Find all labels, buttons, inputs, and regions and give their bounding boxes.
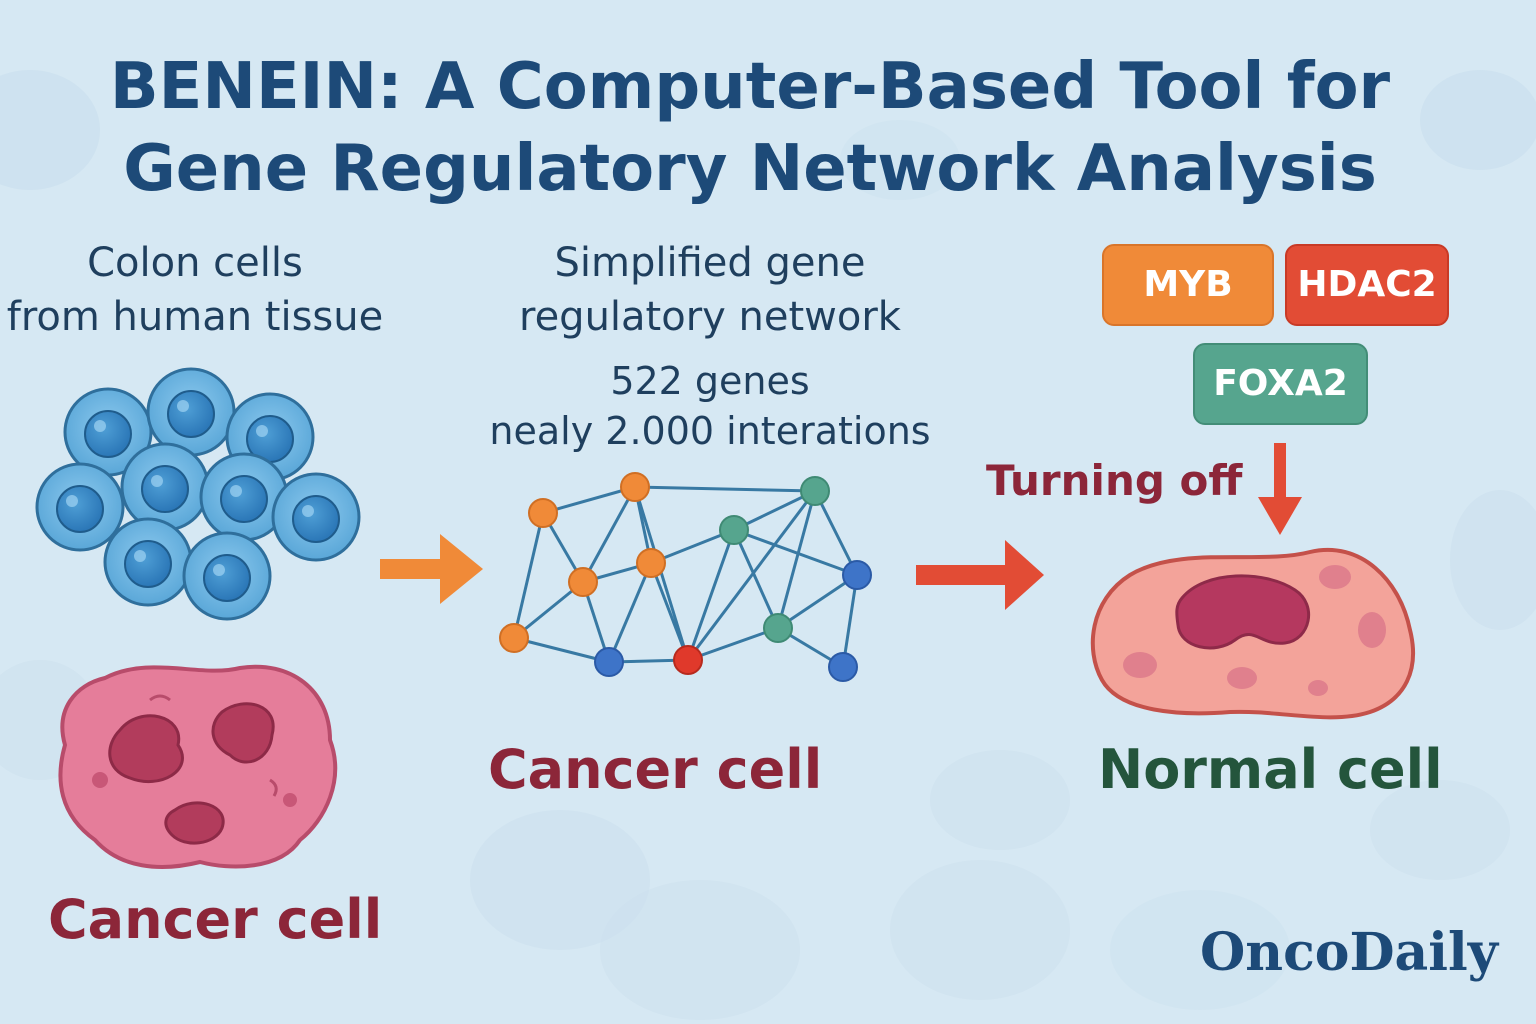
arrow-right-red-icon: [916, 540, 1044, 610]
network-caption: Simplified gene regulatory network: [470, 236, 950, 344]
colon-caption-line-1: Colon cells: [87, 240, 303, 286]
normal-cell-label: Normal cell: [1098, 738, 1443, 801]
network-node: [636, 548, 666, 578]
title-line-2: Gene Regulatory Network Analysis: [123, 132, 1377, 206]
gene-box-hdac2: HDAC2: [1285, 244, 1449, 326]
network-node: [673, 645, 703, 675]
healthy-cell: [63, 387, 153, 477]
network-caption-line-1: Simplified gene: [554, 240, 866, 286]
network-cancer-cell-label: Cancer cell: [488, 738, 823, 801]
network-stats-genes: 522 genes: [610, 359, 810, 403]
network-stats: 522 genes nealy 2.000 interations: [470, 356, 950, 456]
arrow-right-orange-icon: [380, 534, 483, 604]
gene-box-foxa2: FOXA2: [1193, 343, 1368, 425]
network-node: [620, 472, 650, 502]
network-node: [568, 567, 598, 597]
network-node: [719, 515, 749, 545]
arrow-down-red-icon: [1258, 443, 1302, 535]
healthy-cell: [199, 452, 289, 542]
cancer-cell-illustration-left: [58, 664, 338, 869]
brand-logo-text: OncoDaily: [1200, 922, 1498, 983]
network-stats-interactions: nealy 2.000 interations: [489, 409, 931, 453]
healthy-cell: [35, 462, 125, 552]
gene-regulatory-network: [512, 485, 859, 669]
network-node: [594, 647, 624, 677]
healthy-cell-cluster: [35, 367, 361, 621]
gene-box-myb: MYB: [1102, 244, 1274, 326]
network-node: [800, 476, 830, 506]
network-node: [528, 498, 558, 528]
network-node: [828, 652, 858, 682]
colon-caption-line-2: from human tissue: [6, 294, 384, 340]
left-cancer-cell-label: Cancer cell: [48, 888, 383, 951]
page-title: BENEIN: A Computer-Based Tool for Gene R…: [0, 46, 1500, 210]
network-nodes: [499, 472, 872, 682]
network-caption-line-2: regulatory network: [519, 294, 901, 340]
colon-cells-caption: Colon cells from human tissue: [0, 236, 390, 344]
title-line-1: BENEIN: A Computer-Based Tool for: [109, 50, 1391, 124]
healthy-cell: [182, 531, 272, 621]
healthy-cell: [120, 442, 210, 532]
turning-off-label: Turning off: [986, 456, 1243, 505]
healthy-cell: [146, 367, 236, 457]
normal-cell-illustration: [1090, 548, 1416, 720]
healthy-cell: [271, 472, 361, 562]
healthy-cell: [103, 517, 193, 607]
network-node: [499, 623, 529, 653]
network-node: [842, 560, 872, 590]
network-node: [763, 613, 793, 643]
